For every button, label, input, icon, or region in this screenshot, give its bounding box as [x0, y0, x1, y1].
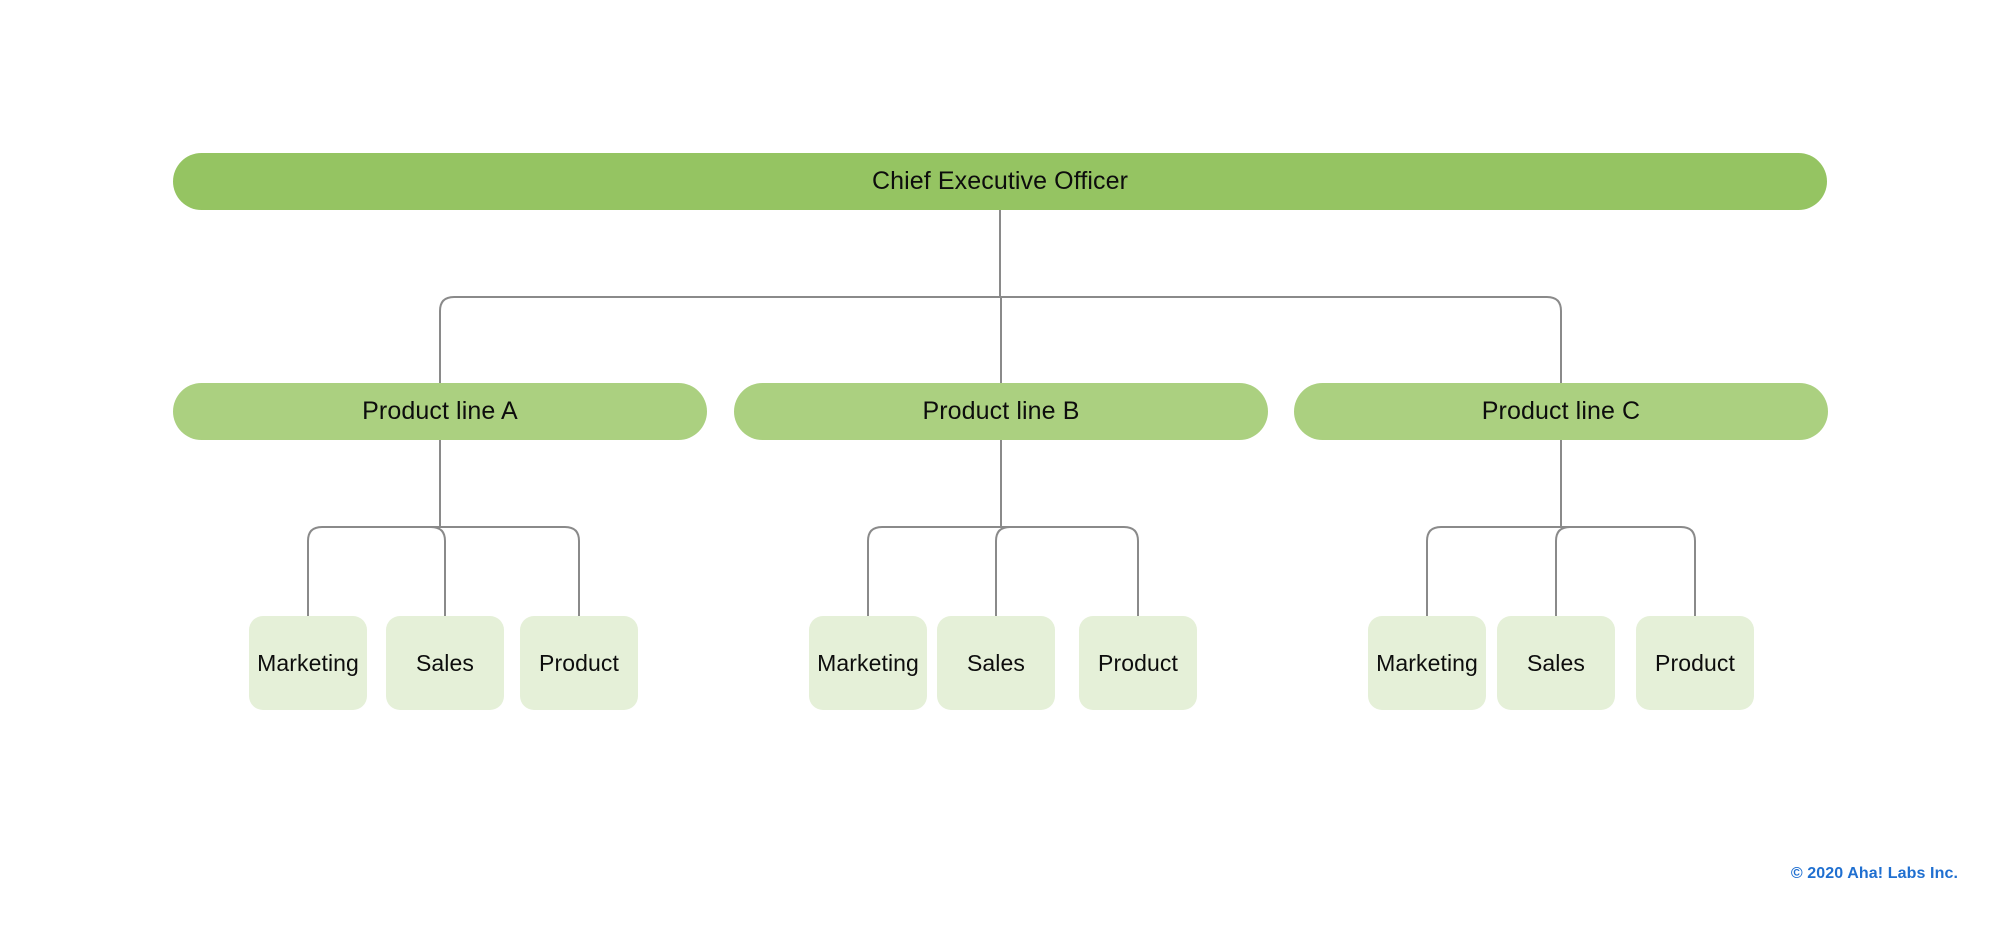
node-label: Marketing — [257, 649, 359, 676]
node-product-line-b-marketing[interactable]: Marketing — [809, 616, 927, 710]
node-product-line-c[interactable]: Product line C — [1294, 383, 1828, 440]
node-label: Sales — [415, 649, 475, 676]
footer-copyright: © 2020 Aha! Labs Inc. — [1790, 865, 1958, 882]
node-label: Product — [1098, 649, 1178, 676]
node-label: Sales — [1526, 649, 1586, 676]
node-product-line-b-sales[interactable]: Sales — [937, 616, 1055, 710]
node-product-line-a-product[interactable]: Product — [520, 616, 638, 710]
node-label: Chief Executive Officer — [871, 167, 1129, 196]
node-label: Product — [1655, 649, 1735, 676]
node-label: Product line C — [1481, 397, 1641, 426]
node-chief-executive-officer[interactable]: Chief Executive Officer — [173, 153, 1827, 210]
node-product-line-a-sales[interactable]: Sales — [386, 616, 504, 710]
node-product-line-b-product[interactable]: Product — [1079, 616, 1197, 710]
node-label: Product line B — [922, 397, 1080, 426]
node-label: Product line A — [362, 397, 518, 426]
node-label: Marketing — [817, 649, 919, 676]
node-label: Sales — [966, 649, 1026, 676]
node-label: Marketing — [1376, 649, 1478, 676]
node-product-line-c-marketing[interactable]: Marketing — [1368, 616, 1486, 710]
node-product-line-b[interactable]: Product line B — [734, 383, 1268, 440]
node-product-line-a[interactable]: Product line A — [173, 383, 707, 440]
node-product-line-c-product[interactable]: Product — [1636, 616, 1754, 710]
node-product-line-c-sales[interactable]: Sales — [1497, 616, 1615, 710]
node-label: Product — [539, 649, 619, 676]
node-product-line-a-marketing[interactable]: Marketing — [249, 616, 367, 710]
